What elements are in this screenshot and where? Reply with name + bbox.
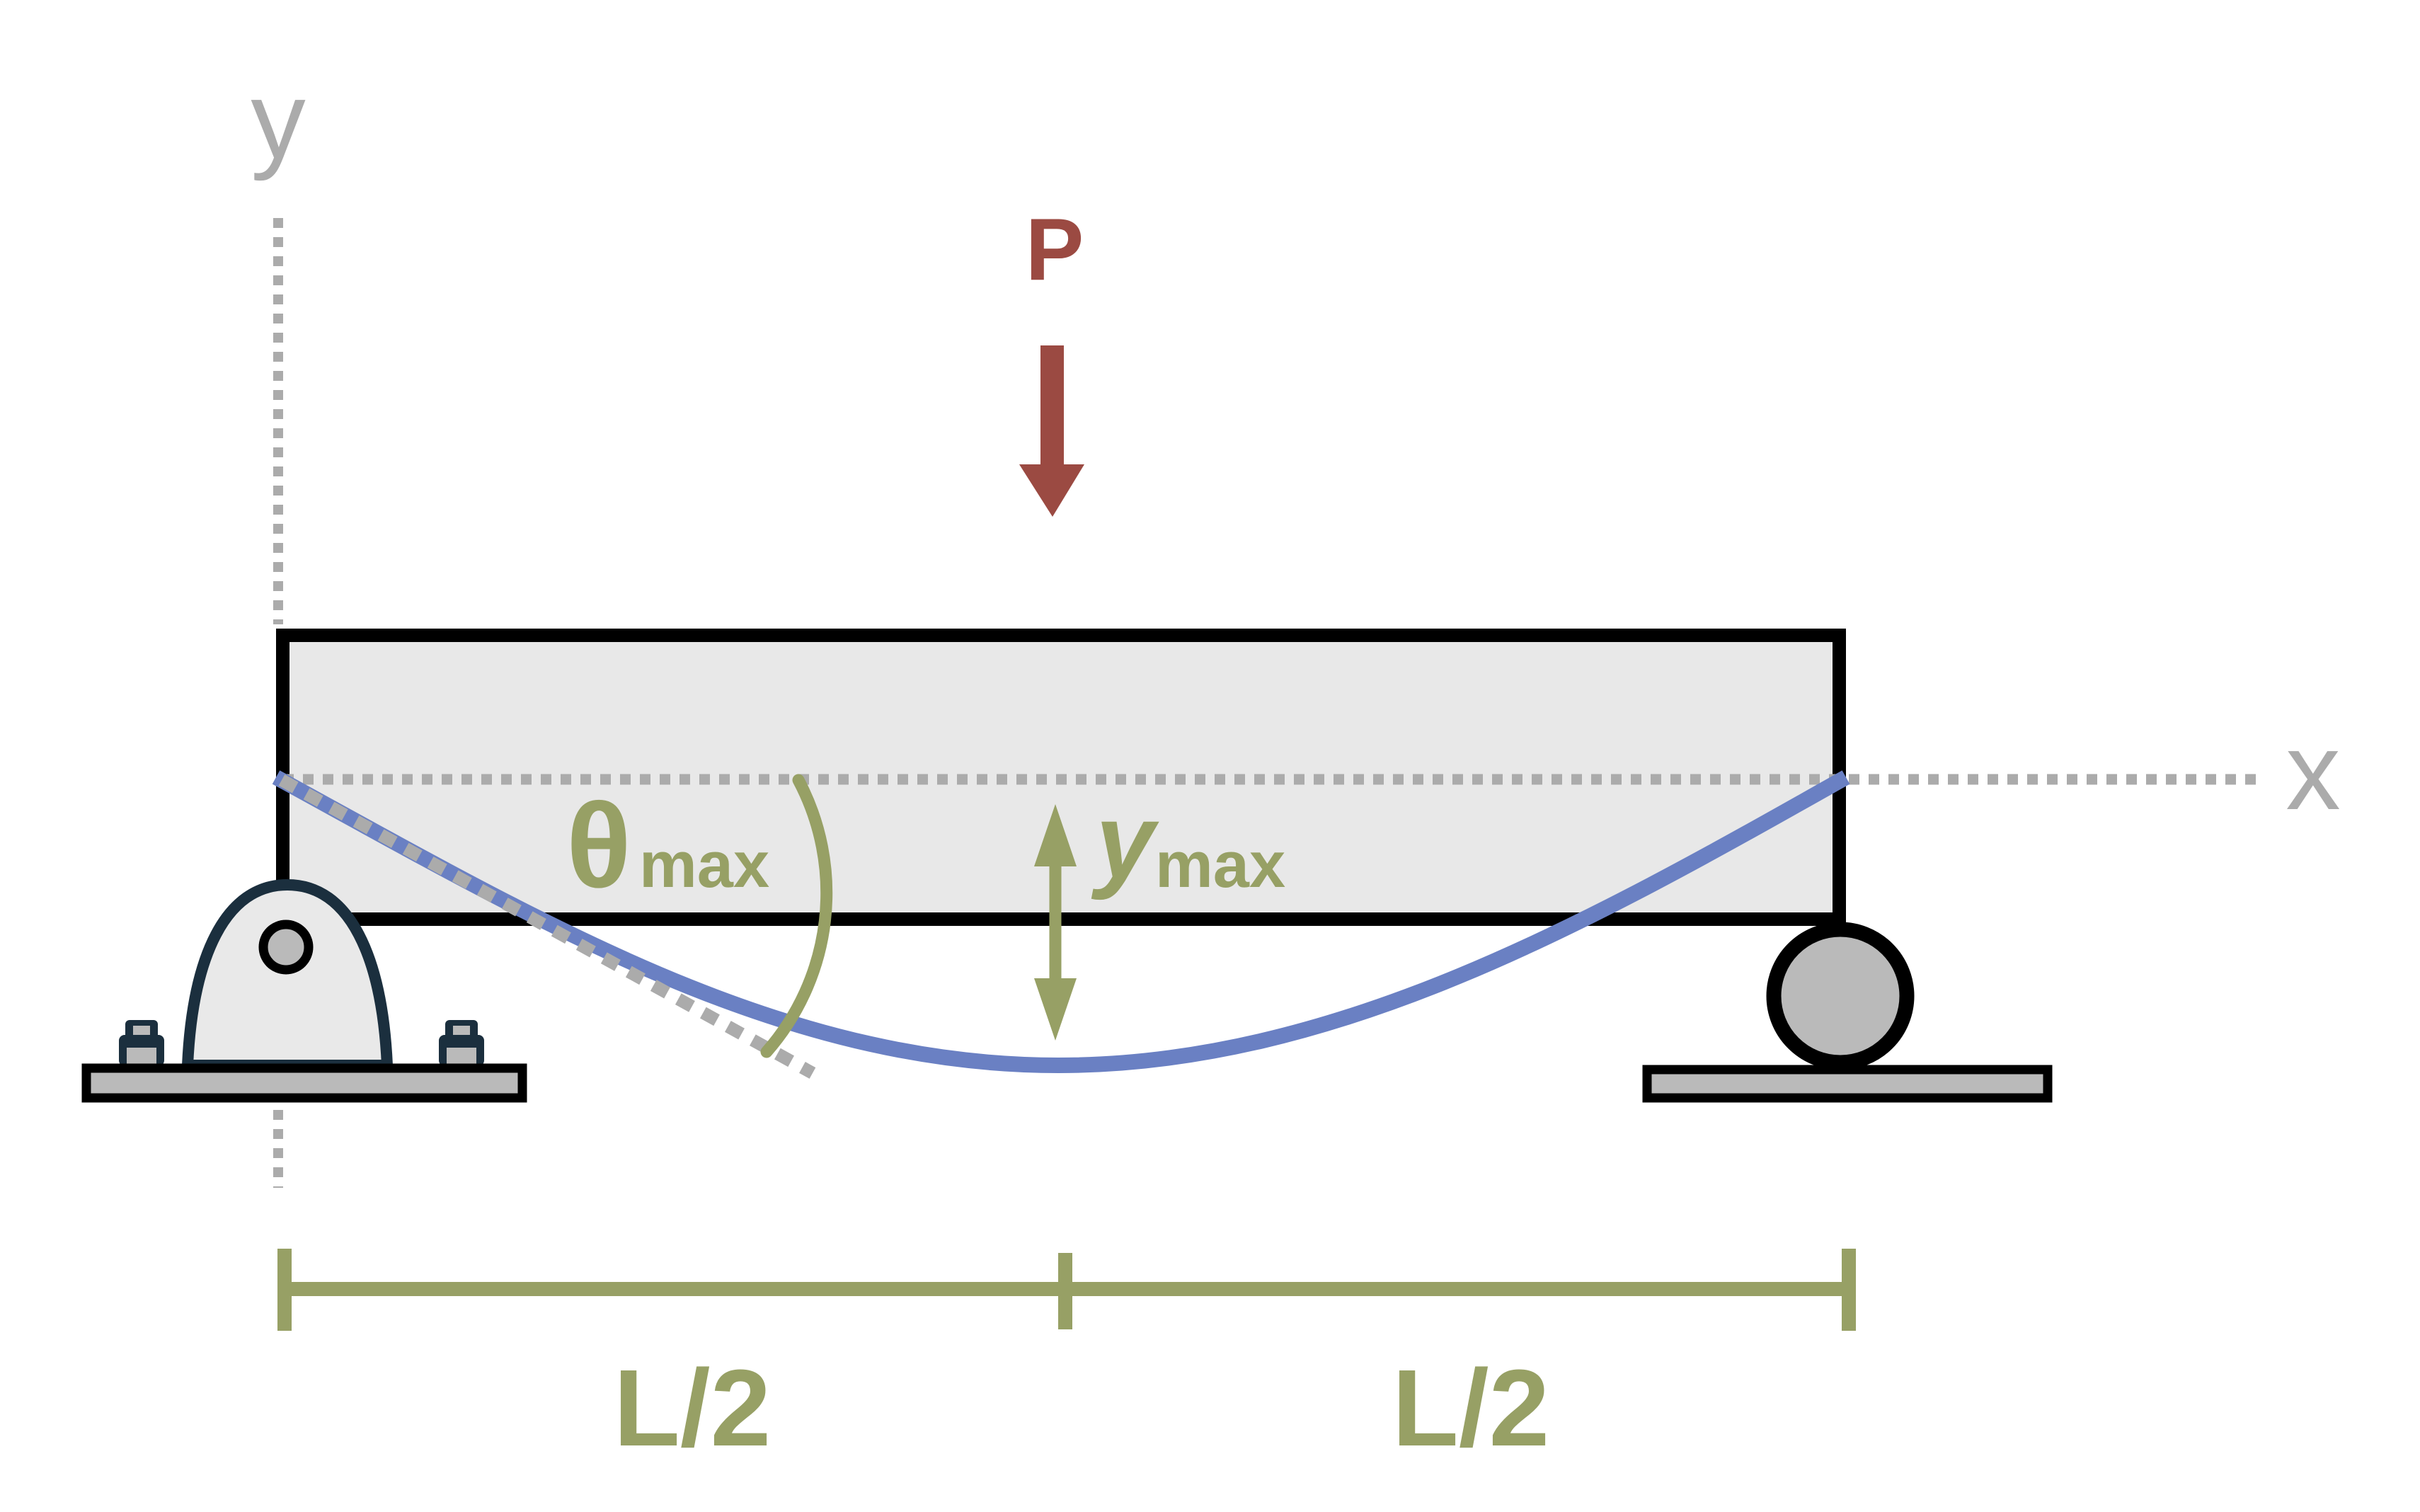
max-deflection-group: y max bbox=[1034, 781, 1285, 1041]
right-span-label: L/2 bbox=[1392, 1347, 1550, 1469]
deflection-curve-group bbox=[272, 770, 1850, 1079]
deflection-curve bbox=[272, 770, 1850, 1074]
span-dimension: L/2 L/2 bbox=[277, 1249, 1856, 1469]
bolt-base-notch bbox=[127, 1048, 156, 1065]
bolt-base-notch bbox=[447, 1048, 476, 1065]
deflection-subscript: max bbox=[1155, 829, 1285, 901]
axes: y x bbox=[251, 59, 2341, 1188]
bolt-cap-notch bbox=[133, 1026, 150, 1036]
left-span-label: L/2 bbox=[614, 1347, 772, 1469]
roller-support bbox=[1642, 922, 2053, 1103]
pin-support bbox=[81, 878, 527, 1103]
pin-hole-icon bbox=[258, 920, 314, 975]
bolt-cap-notch bbox=[453, 1026, 470, 1036]
y-axis-label: y bbox=[251, 59, 306, 181]
theta-subscript: max bbox=[639, 829, 769, 901]
deflection-arrow-up-head-icon bbox=[1034, 804, 1077, 866]
roller-support-base-plate bbox=[1642, 1065, 2053, 1103]
bolt-icon bbox=[119, 1020, 164, 1066]
deflection-symbol: y bbox=[1091, 781, 1159, 900]
theta-symbol: θ bbox=[566, 779, 631, 913]
pin-support-dome bbox=[181, 878, 394, 1071]
load-label: P bbox=[1026, 201, 1084, 299]
roller-icon bbox=[1766, 922, 1915, 1070]
max-slope-label: θ max bbox=[566, 779, 769, 913]
load-group: P bbox=[1019, 201, 1084, 517]
x-axis-label: x bbox=[2286, 710, 2341, 832]
load-arrow-head-icon bbox=[1019, 464, 1084, 517]
load-arrow-shaft bbox=[1040, 345, 1064, 467]
pin-support-base-plate bbox=[81, 1063, 527, 1103]
bolt-icon bbox=[439, 1020, 484, 1066]
deflection-arrow-down-head-icon bbox=[1034, 978, 1077, 1041]
slope-angle-arc bbox=[760, 774, 833, 1058]
